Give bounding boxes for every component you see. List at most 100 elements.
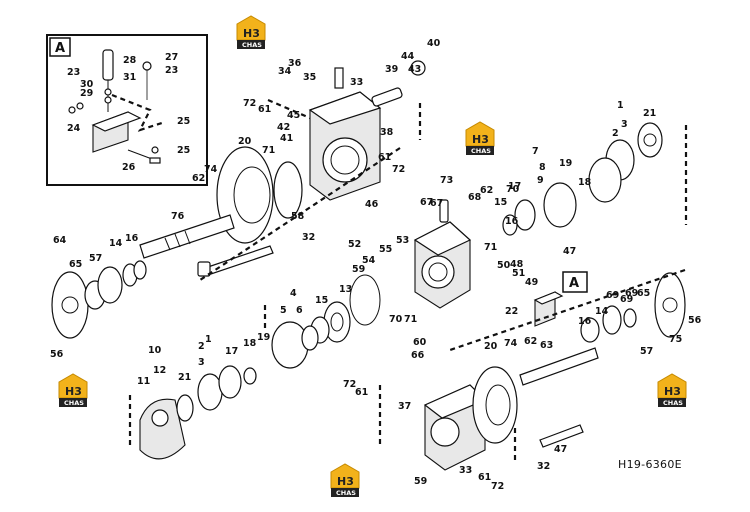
part-number-label: 55 [379,244,392,255]
part-number-label: 65 [637,288,650,299]
part-number-label: 61 [355,387,368,398]
part-number-label: 71 [484,242,497,253]
part-number-label: 15 [315,295,328,306]
part-number-label: 67 [430,198,443,209]
part-number-label: 51 [512,268,525,279]
part-number-label: 7 [532,146,539,157]
part-number-label: 10 [148,345,162,356]
part-number-label: 43 [408,64,421,75]
part-number-label: 62 [192,173,205,184]
part-number-label: 19 [559,158,572,169]
part-number-label: 1 [205,334,212,345]
part-number-label: 53 [396,235,409,246]
svg-text:CHAS: CHAS [242,41,262,49]
part-number-label: 6 [296,305,303,316]
part-number-label: 57 [640,346,653,357]
part-number-label: 25 [177,145,190,156]
detail-inset-a: A [46,34,208,186]
svg-text:CHAS: CHAS [663,399,683,407]
part-number-label: 71 [404,314,417,325]
part-number-label: 45 [287,110,300,121]
part-number-label: 52 [348,239,361,250]
part-number-label: 41 [280,133,293,144]
part-number-label: 59 [352,264,365,275]
part-number-label: 46 [365,199,379,210]
part-number-label: 3 [621,119,628,130]
part-number-label: 21 [178,372,191,383]
part-number-label: 38 [380,127,394,138]
part-number-label: 69 [620,294,633,305]
part-number-label: 63 [540,340,553,351]
assembly-dashed-lines [128,98,688,460]
part-number-label: 56 [688,315,702,326]
inset-detail-label: A [55,41,65,56]
part-number-label: 16 [505,216,519,227]
part-number-label: 47 [563,246,576,257]
lower-pump-housing [423,347,599,471]
part-number-label: 61 [478,472,491,483]
part-number-label: 49 [525,277,538,288]
part-number-label: 74 [204,164,218,175]
part-number-label: 65 [69,259,82,270]
part-number-label: 34 [278,66,292,77]
upper-drive-shaft [139,214,235,259]
part-number-label: 31 [123,72,136,83]
part-number-label: 67 [420,197,433,208]
part-number-label: 70 [389,314,403,325]
part-number-label: 20 [238,136,252,147]
svg-text:H3: H3 [472,133,489,146]
part-number-label: 75 [669,334,682,345]
part-number-label: 39 [385,64,398,75]
part-number-label: 76 [171,211,185,222]
part-number-label: 3 [198,357,205,368]
part-number-label: 72 [243,98,256,109]
svg-text:H3: H3 [337,475,354,488]
part-number-label: 69 [606,290,619,301]
part-number-label: 20 [484,341,498,352]
part-number-label: 42 [277,122,290,133]
right-flange-stack [580,272,686,343]
svg-text:CHAS: CHAS [336,489,356,497]
part-number-label: 13 [339,284,352,295]
part-number-label: 26 [122,162,136,173]
part-number-label: 33 [350,77,363,88]
part-number-label: 62 [524,336,537,347]
part-number-label: 72 [392,164,405,175]
part-number-label: 2 [198,341,205,352]
part-number-label: 11 [137,376,150,387]
part-number-label: 66 [411,350,425,361]
part-number-label: 23 [165,65,178,76]
part-number-label: 8 [539,162,546,173]
part-number-label: 54 [362,255,376,266]
right-rotating-group [502,122,663,236]
part-number-label: 18 [243,338,257,349]
upper-pump-housing [308,60,426,201]
left-flange-stack [51,260,147,339]
part-number-label: 28 [123,55,137,66]
part-number-label: 30 [80,79,94,90]
detail-callout-a: A [569,276,579,291]
part-number-label: 2 [612,128,619,139]
part-number-label: 61 [258,104,271,115]
part-number-label: 44 [401,51,415,62]
svg-text:H3: H3 [243,27,260,40]
part-number-label: 16 [125,233,139,244]
part-number-label: 14 [595,306,609,317]
lower-left-rotating-group [139,321,319,460]
part-number-label: 17 [508,181,521,192]
part-number-label: 12 [153,365,166,376]
drawing-reference-code: H19-6360E [618,458,682,471]
part-number-label: 72 [491,481,504,492]
part-number-label: 33 [459,465,472,476]
part-number-label: 4 [290,288,297,299]
part-number-label: 64 [53,235,67,246]
part-number-label: 37 [398,401,411,412]
part-number-label: 21 [643,108,656,119]
part-number-label: 1 [617,100,624,111]
part-number-label: 17 [225,346,238,357]
